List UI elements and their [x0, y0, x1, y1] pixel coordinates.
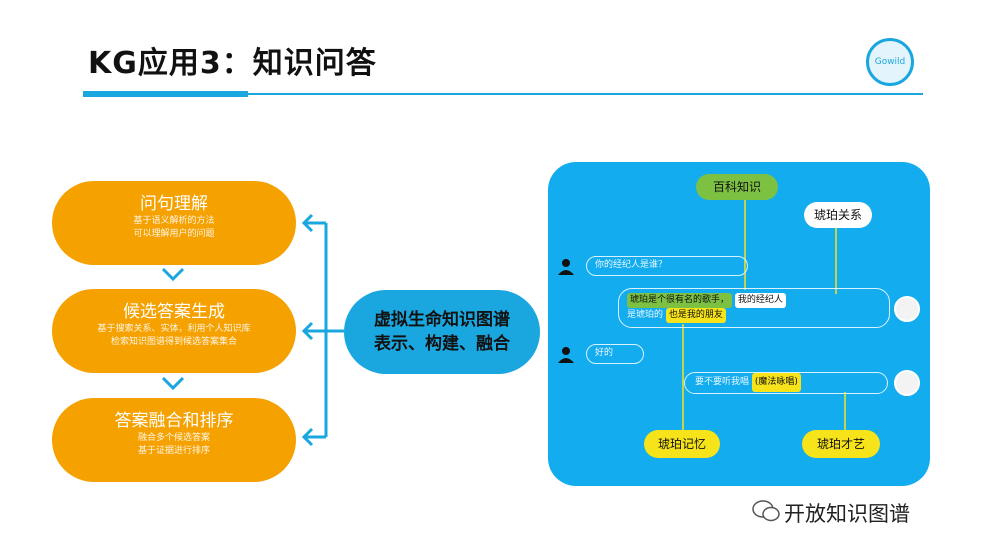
answer-text: 要不要听我唱	[695, 377, 750, 387]
step-title: 答案融合和排序	[114, 411, 234, 431]
user-reply-bubble: 好的	[586, 344, 644, 364]
watermark-text: 开放知识图谱	[784, 502, 910, 526]
center-node: 虚拟生命知识图谱 表示、构建、融合	[344, 290, 540, 374]
step-desc-line: 检索知识图谱得到候选答案集合	[110, 337, 237, 347]
title-divider	[83, 93, 923, 95]
step-desc-line: 融合多个候选答案	[137, 433, 210, 443]
user-icon	[558, 259, 574, 275]
bracket-connector	[301, 213, 344, 447]
bot-avatar	[894, 370, 920, 396]
tag-memory: 琥珀记忆	[644, 430, 720, 458]
step-desc-line: 基于语义解析的方法	[133, 216, 215, 226]
bot-answer-bubble-2: 要不要听我唱 (魔法咏唱)	[684, 372, 888, 394]
answer-highlight-memory: 也是我的朋友	[665, 308, 726, 323]
title-accent-bar	[83, 91, 248, 97]
answer-highlight-relation: 我的经纪人	[734, 293, 786, 308]
gowild-logo: Gowild	[866, 38, 914, 86]
bot-avatar	[894, 296, 920, 322]
answer-highlight-skill: (魔法咏唱)	[751, 373, 801, 392]
step-desc-line: 基于搜索关系、实体，利用个人知识库	[97, 324, 251, 334]
bot-answer-bubble: 琥珀是个很有名的歌手， 我的经纪人 是琥珀的 也是我的朋友	[618, 288, 890, 328]
user-question-bubble: 你的经纪人是谁？	[586, 256, 748, 276]
tag-relation: 琥珀关系	[804, 202, 872, 228]
arrow-down-icon	[161, 267, 185, 282]
tag-encyclopedia: 百科知识	[696, 174, 778, 200]
panel-connectors	[682, 198, 846, 430]
step-title: 问句理解	[140, 194, 208, 214]
arrow-down-icon	[161, 376, 185, 391]
step-question-understanding: 问句理解 基于语义解析的方法 可以理解用户的问题	[52, 181, 296, 265]
step-answer-ranking: 答案融合和排序 融合多个候选答案 基于证据进行排序	[52, 398, 296, 482]
center-line1: 虚拟生命知识图谱	[374, 310, 510, 330]
step-title: 候选答案生成	[123, 302, 225, 322]
center-line2: 表示、构建、融合	[374, 334, 510, 354]
wechat-icon	[752, 500, 780, 522]
qa-panel: 百科知识 琥珀关系 你的经纪人是谁？ 琥珀是个很有名的歌手， 我的经纪人 是琥珀…	[548, 162, 930, 486]
step-candidate-generation: 候选答案生成 基于搜索关系、实体，利用个人知识库 检索知识图谱得到候选答案集合	[52, 289, 296, 373]
step-desc-line: 基于证据进行排序	[137, 446, 210, 456]
user-icon	[558, 347, 574, 363]
tag-skill: 琥珀才艺	[802, 430, 880, 458]
answer-highlight-encyclopedia: 琥珀是个很有名的歌手，	[627, 293, 733, 308]
answer-text: 是琥珀的	[627, 310, 664, 320]
page-title: KG应用3：知识问答	[88, 46, 377, 81]
step-desc-line: 可以理解用户的问题	[133, 229, 215, 239]
